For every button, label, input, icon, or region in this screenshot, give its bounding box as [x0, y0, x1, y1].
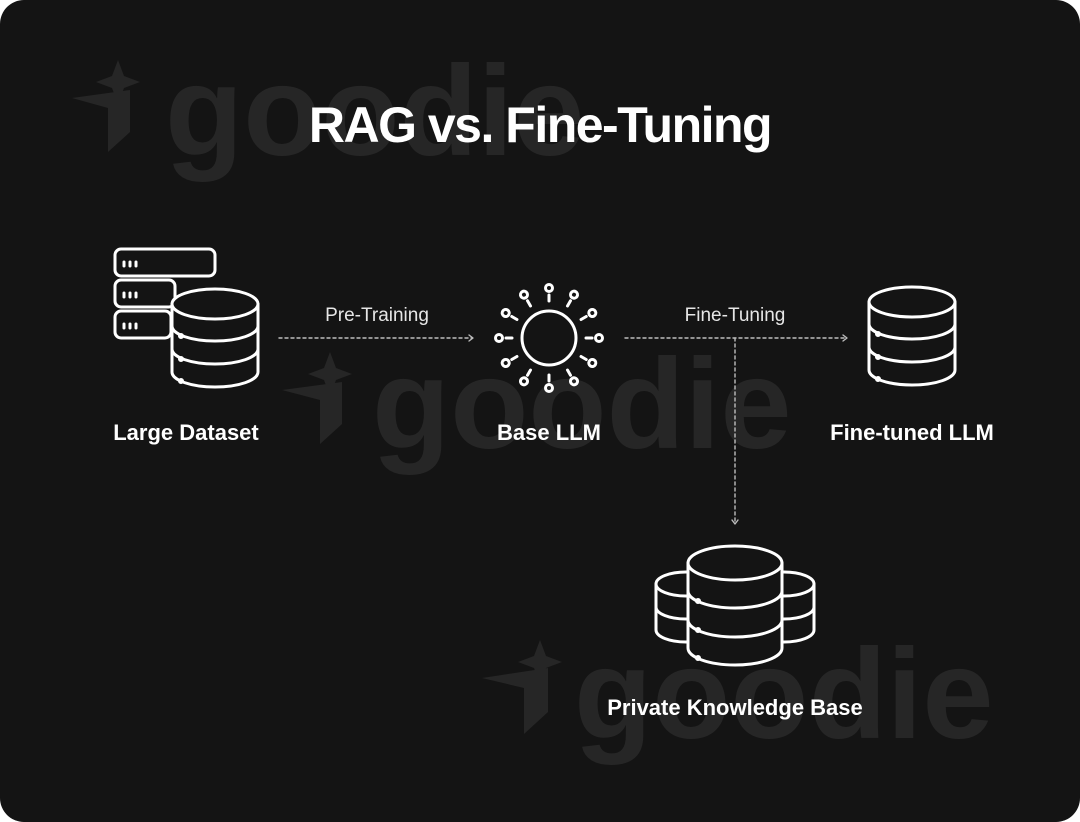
node-label-base-llm: Base LLM [497, 420, 601, 445]
node-label-fine-tuned-llm: Fine-tuned LLM [830, 420, 994, 445]
edge-label-fine-tuning: Fine-Tuning [684, 305, 786, 326]
node-label-private-knowledge-base: Private Knowledge Base [607, 695, 863, 720]
node-label-large-dataset: Large Dataset [113, 420, 259, 445]
edge-fine-tuning [624, 334, 848, 342]
database-icon [867, 285, 957, 387]
watermark-text: goodie [574, 623, 994, 766]
database-cluster-icon [654, 544, 816, 667]
watermark-bottom: goodie [482, 623, 994, 766]
neural-sun-icon [494, 283, 604, 393]
edge-to-knowledge-base [731, 337, 739, 525]
servers-database-icon [113, 247, 260, 389]
edge-pre-training [278, 334, 474, 342]
diagram-title: RAG vs. Fine-Tuning [308, 97, 773, 153]
edge-label-pre-training: Pre-Training [325, 305, 429, 326]
watermark-top: goodie [72, 40, 585, 183]
watermark-text: goodie [165, 40, 585, 183]
